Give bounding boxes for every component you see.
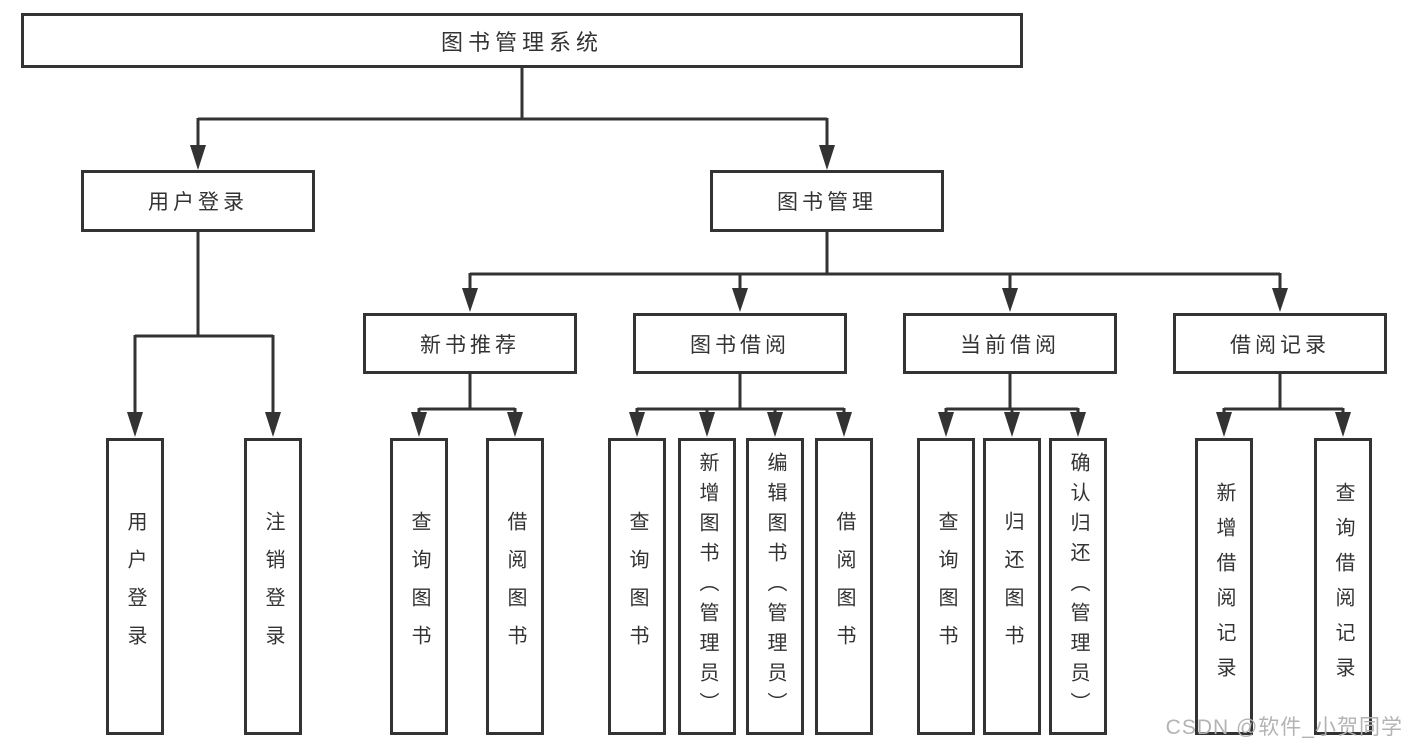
connector-root-to-level1 xyxy=(190,68,835,170)
leaf-borrow-books: 借阅图书 xyxy=(815,438,873,735)
node-book-management: 图书管理 xyxy=(710,170,944,232)
arrow-down-icon xyxy=(507,412,523,437)
leaf-borrow-books: 借阅图书 xyxy=(486,438,544,735)
arrow-down-icon xyxy=(732,288,748,312)
arrow-down-icon xyxy=(1004,412,1020,437)
leaf-query-books: 查询图书 xyxy=(917,438,975,735)
leaf-add-borrow-record: 新增借阅记录 xyxy=(1195,438,1253,735)
csdn-watermark: CSDN @软件_小贺同学 xyxy=(1165,716,1403,739)
leaf-logout: 注销登录 xyxy=(244,438,302,735)
leaf-return-books: 归还图书 xyxy=(983,438,1041,735)
arrow-down-icon xyxy=(1070,412,1086,437)
arrow-down-icon xyxy=(699,412,715,437)
node-borrowing-records: 借阅记录 xyxy=(1173,313,1387,374)
leaf-user-login: 用户登录 xyxy=(106,438,164,735)
arrow-down-icon xyxy=(1335,412,1351,437)
arrow-down-icon xyxy=(462,288,478,312)
arrow-down-icon xyxy=(127,412,143,437)
leaf-edit-books-admin: 编辑图书（管理员） xyxy=(746,438,804,735)
arrow-down-icon xyxy=(411,412,427,437)
arrow-down-icon xyxy=(1216,412,1232,437)
arrow-down-icon xyxy=(836,412,852,437)
arrow-down-icon xyxy=(265,412,281,437)
node-new-book-recommendation: 新书推荐 xyxy=(363,313,577,374)
leaf-add-books-admin: 新增图书（管理员） xyxy=(678,438,736,735)
leaf-query-books: 查询图书 xyxy=(608,438,666,735)
node-book-borrowing: 图书借阅 xyxy=(633,313,847,374)
node-root-library-system: 图书管理系统 xyxy=(21,13,1023,68)
arrow-down-icon xyxy=(819,145,835,170)
connector-newbook-to-leaves xyxy=(411,374,523,437)
connector-borrow-to-leaves xyxy=(629,374,852,437)
arrow-down-icon xyxy=(1002,288,1018,312)
arrow-down-icon xyxy=(767,412,783,437)
connector-current-to-leaves xyxy=(938,374,1086,437)
connector-userlogin-to-leaves xyxy=(127,231,281,437)
arrow-down-icon xyxy=(1272,288,1288,312)
leaf-query-borrow-record: 查询借阅记录 xyxy=(1314,438,1372,735)
arrow-down-icon xyxy=(938,412,954,437)
arrow-down-icon xyxy=(190,145,206,170)
leaf-query-books: 查询图书 xyxy=(390,438,448,735)
connector-record-to-leaves xyxy=(1216,374,1351,437)
node-user-login: 用户登录 xyxy=(81,170,315,232)
connector-bookmgmt-to-level2 xyxy=(462,231,1288,312)
leaf-confirm-return-admin: 确认归还（管理员） xyxy=(1049,438,1107,735)
arrow-down-icon xyxy=(629,412,645,437)
node-current-borrowing: 当前借阅 xyxy=(903,313,1117,374)
